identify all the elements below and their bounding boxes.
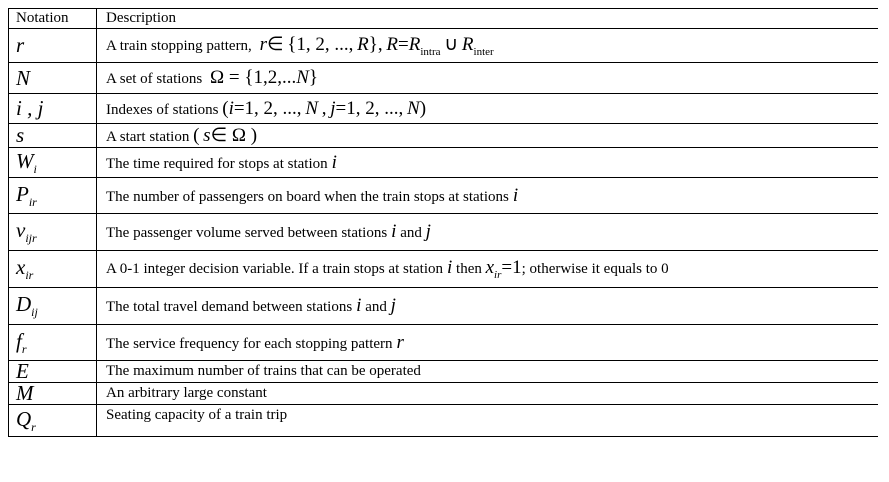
notation-cell: E (8, 360, 97, 383)
symbol-base: M (16, 382, 34, 405)
description-text: The number of passengers on board when t… (106, 188, 509, 205)
notation-cell: M (8, 382, 97, 405)
table-row: i , j Indexes of stations (i=1, 2, ..., … (8, 93, 878, 124)
table-row: r A train stopping pattern, r∈ {1, 2, ..… (8, 28, 878, 63)
table-row: E The maximum number of trains that can … (8, 360, 878, 383)
symbol-subscript: ij (31, 305, 38, 319)
description-cell: A train stopping pattern, r∈ {1, 2, ...,… (96, 28, 878, 63)
description-tail: ; otherwise it equals to 0 (521, 261, 669, 277)
description-text: A set of stations (106, 71, 203, 87)
symbol-base: P (16, 181, 29, 206)
description-text: The maximum number of trains that can be… (106, 363, 421, 379)
symbol-base: i , j (16, 96, 44, 120)
symbol-base: E (16, 360, 29, 383)
table-row: M An arbitrary large constant (8, 382, 878, 405)
description-text: A start station (106, 129, 190, 145)
table-row: Qr Seating capacity of a train trip (8, 404, 878, 437)
description-cell: Seating capacity of a train trip (96, 404, 878, 437)
table-row: s A start station ( s∈ Ω ) (8, 123, 878, 148)
description-cell: Indexes of stations (i=1, 2, ..., N , j=… (96, 93, 878, 124)
description-text: A train stopping pattern, (106, 38, 252, 54)
notation-cell: N (8, 62, 97, 94)
description-text: The passenger volume served between stat… (106, 225, 388, 241)
description-cell: A 0-1 integer decision variable. If a tr… (96, 250, 878, 288)
description-text: Indexes of stations (106, 101, 219, 118)
symbol-base: D (16, 292, 32, 316)
table-row: Pir The number of passengers on board wh… (8, 177, 878, 214)
symbol-base: x (16, 255, 26, 279)
symbol-subscript: ijr (25, 231, 37, 245)
symbol-subscript: r (21, 341, 27, 356)
table-row: fr The service frequency for each stoppi… (8, 324, 878, 361)
table-row: Wi The time required for stops at statio… (8, 147, 878, 178)
table-row: xir A 0-1 integer decision variable. If … (8, 250, 878, 288)
description-cell: The number of passengers on board when t… (96, 177, 878, 214)
table-row: Dij The total travel demand between stat… (8, 287, 878, 325)
notation-cell: Wi (8, 147, 97, 178)
notation-cell: xir (8, 250, 97, 288)
symbol-base: v (16, 218, 26, 242)
symbol-subscript: ir (28, 194, 37, 209)
table-header-row: Notation Description (8, 8, 878, 29)
description-cell: The maximum number of trains that can be… (96, 360, 878, 383)
description-cell: A start station ( s∈ Ω ) (96, 123, 878, 148)
symbol-subscript: r (31, 419, 36, 434)
notation-cell: Dij (8, 287, 97, 325)
table-row: vijr The passenger volume served between… (8, 213, 878, 251)
table-row: N A set of stations Ω = {1,2,...N} (8, 62, 878, 94)
description-cell: The passenger volume served between stat… (96, 213, 878, 251)
notation-cell: fr (8, 324, 97, 361)
symbol-base: s (16, 123, 25, 147)
symbol-base: r (16, 33, 25, 57)
description-text: The total travel demand between stations (106, 299, 353, 315)
symbol-subscript: i (33, 161, 37, 176)
notation-table-container: Notation Description r A train stopping … (8, 8, 878, 475)
description-text: An arbitrary large constant (106, 385, 267, 401)
description-cell: The service frequency for each stopping … (96, 324, 878, 361)
symbol-base: Q (16, 406, 32, 431)
header-notation: Notation (8, 8, 97, 29)
notation-cell: Pir (8, 177, 97, 214)
header-description: Description (96, 8, 878, 29)
description-cell: A set of stations Ω = {1,2,...N} (96, 62, 878, 94)
description-cell: The total travel demand between stations… (96, 287, 878, 325)
notation-table: Notation Description r A train stopping … (8, 8, 878, 437)
notation-cell: Qr (8, 404, 97, 437)
formula-omega-set: Ω = {1,2,... (210, 67, 297, 88)
symbol-base: f (16, 328, 22, 353)
notation-cell: s (8, 123, 97, 148)
formula-r: r (259, 34, 267, 55)
description-text: The time required for stops at station (106, 155, 328, 172)
symbol-base: N (16, 65, 31, 90)
description-cell: An arbitrary large constant (96, 382, 878, 405)
description-text: Seating capacity of a train trip (106, 407, 288, 423)
description-text: The service frequency for each stopping … (106, 335, 393, 352)
notation-cell: vijr (8, 213, 97, 251)
description-text: A 0-1 integer decision variable. If a tr… (106, 261, 443, 277)
symbol-subscript: ir (25, 268, 34, 282)
notation-cell: i , j (8, 93, 97, 124)
notation-cell: r (8, 28, 97, 63)
symbol-base: W (16, 148, 34, 173)
